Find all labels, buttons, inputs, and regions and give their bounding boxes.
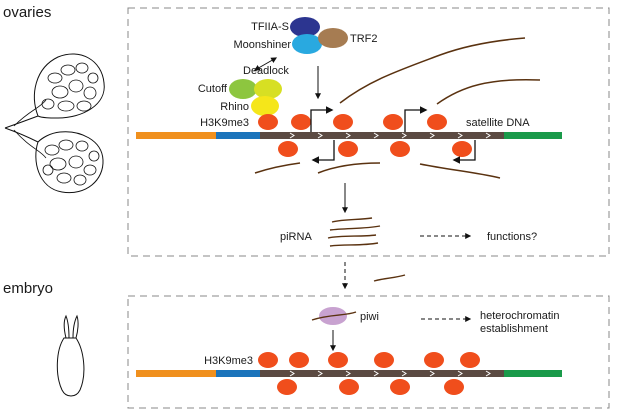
tss-arrow-reverse xyxy=(311,140,335,164)
green-segment xyxy=(504,132,562,139)
tss-arrows xyxy=(310,106,476,164)
h3k9me3-label-embryo: H3K9me3 xyxy=(204,355,253,367)
nucleosome xyxy=(374,352,394,368)
nucleosome xyxy=(452,141,472,157)
tss-arrow-reverse xyxy=(452,140,476,164)
heterochromatin-label: heterochromatin xyxy=(480,310,560,322)
establishment-label: establishment xyxy=(480,323,548,335)
nucleosome xyxy=(444,379,464,395)
nucleosome xyxy=(339,379,359,395)
deadlock-protein xyxy=(254,79,282,99)
cutoff-protein xyxy=(229,79,257,99)
moonshiner-deadlock-arrow xyxy=(253,57,278,71)
trf2-label: TRF2 xyxy=(350,33,378,45)
orange-segment xyxy=(136,370,216,377)
embryo-nucleosomes xyxy=(258,352,480,395)
transcript xyxy=(436,78,541,105)
nucleosome xyxy=(289,352,309,368)
ovaries-nucleosomes xyxy=(258,114,472,157)
nucleosome xyxy=(338,141,358,157)
trf2-protein xyxy=(318,28,348,48)
pirna-cluster xyxy=(327,217,381,247)
nucleosome xyxy=(424,352,444,368)
green-segment xyxy=(504,370,562,377)
tfiia-s-label: TFIIA-S xyxy=(251,21,289,33)
nucleosome xyxy=(383,114,403,130)
nucleosome xyxy=(390,379,410,395)
repeat-chevrons xyxy=(289,132,491,139)
transcript xyxy=(419,163,501,179)
nucleosome xyxy=(333,114,353,130)
nucleosome xyxy=(460,352,480,368)
rdc-complex: Deadlock Cutoff Rhino H3K9me3 xyxy=(198,65,290,129)
cutoff-label: Cutoff xyxy=(198,83,228,95)
tfiia-s-protein xyxy=(290,17,320,37)
embryo-label: embryo xyxy=(3,280,53,297)
nucleosome xyxy=(258,352,278,368)
embryo-dashed-box xyxy=(127,295,610,409)
tss-arrow-forward xyxy=(404,106,428,132)
ovaries-dashed-box xyxy=(127,7,610,257)
blue-segment xyxy=(216,370,260,377)
rhino-protein xyxy=(251,96,279,116)
embryo-illustration xyxy=(56,314,85,397)
ovary-illustration xyxy=(4,53,105,194)
repeat-chevrons xyxy=(289,370,491,377)
nucleosome xyxy=(427,114,447,130)
deadlock-label: Deadlock xyxy=(243,65,289,77)
rhino-label: Rhino xyxy=(220,101,249,113)
pirna-label: piRNA xyxy=(280,231,312,243)
transcripts xyxy=(254,37,541,179)
moonshiner-label: Moonshiner xyxy=(234,39,292,51)
nucleosome xyxy=(277,379,297,395)
tss-arrow-forward xyxy=(310,106,334,132)
nucleosome xyxy=(278,141,298,157)
ovaries-label: ovaries xyxy=(3,4,51,21)
nucleosome xyxy=(328,352,348,368)
protein-complex: TFIIA-S Moonshiner TRF2 xyxy=(234,17,378,54)
nucleosome xyxy=(291,114,311,130)
satellite-repeat-segment xyxy=(260,370,504,377)
nucleosome xyxy=(258,114,278,130)
transcript xyxy=(317,162,381,174)
piwi-bound-pirna xyxy=(311,311,357,321)
transcript xyxy=(339,37,526,104)
satellite-repeat-segment xyxy=(260,132,504,139)
functions-label: functions? xyxy=(487,231,537,243)
inherited-pirna xyxy=(373,274,406,282)
nucleosome xyxy=(390,141,410,157)
h3k9me3-label-ovaries: H3K9me3 xyxy=(200,117,249,129)
ovaries-dna-bar xyxy=(136,132,562,139)
moonshiner-protein xyxy=(292,34,322,54)
embryo-dna-bar xyxy=(136,370,562,377)
transcript xyxy=(254,162,301,174)
blue-segment xyxy=(216,132,260,139)
piwi-label: piwi xyxy=(360,311,379,323)
satellite-dna-label: satellite DNA xyxy=(466,117,530,129)
orange-segment xyxy=(136,132,216,139)
